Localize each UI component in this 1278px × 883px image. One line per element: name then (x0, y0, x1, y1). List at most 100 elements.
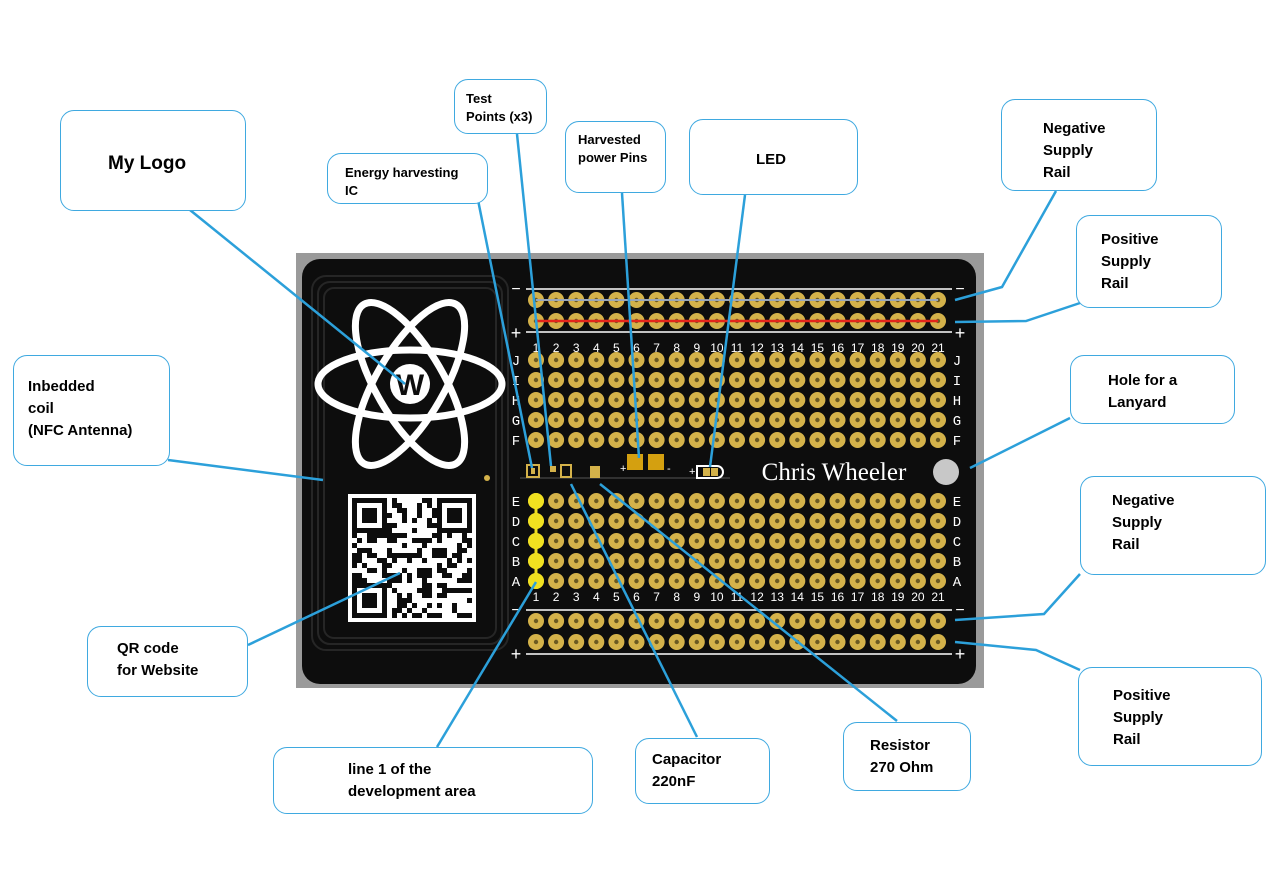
qr-code (348, 494, 476, 622)
qr-module (437, 603, 442, 608)
qr-module (352, 543, 357, 548)
qr-module (452, 588, 457, 593)
hole-center (754, 618, 760, 624)
hole-center (915, 498, 921, 504)
label-resistor: Resistor 270 Ohm (870, 737, 934, 776)
hole-center (875, 618, 880, 624)
qr-module (372, 538, 377, 543)
qr-module (437, 563, 442, 568)
hole-center (553, 639, 559, 645)
qr-module (357, 538, 362, 543)
hole-center (714, 397, 720, 403)
qr-module (352, 578, 357, 583)
dev-line-1-hole (528, 553, 544, 569)
callout-lanyard: Hole for a Lanyard (1070, 355, 1235, 424)
qr-module (392, 558, 397, 563)
row-letter-right: B (953, 555, 961, 571)
qr-module (462, 538, 467, 543)
row-letter-right: F (953, 434, 961, 450)
label-line1: line 1 of the development area (348, 761, 476, 800)
qr-module (387, 578, 392, 583)
hole-center (915, 437, 921, 443)
hole-center (935, 498, 941, 504)
hole-center (754, 377, 760, 383)
qr-module (407, 608, 412, 613)
qr-module (387, 538, 392, 543)
hole-center (594, 437, 599, 443)
hole-center (714, 618, 720, 624)
hole-center (654, 437, 659, 443)
qr-module (382, 533, 387, 538)
qr-module (447, 533, 452, 538)
rail-plus-sign: + (955, 644, 966, 664)
callout-harvested-pins: Harvested power Pins (565, 121, 666, 193)
hole-center (674, 639, 679, 645)
label-energy-ic: Energy harvesting IC (345, 165, 459, 198)
hole-center (674, 518, 679, 524)
qr-finder-core (447, 508, 462, 523)
hole-center (775, 417, 780, 423)
qr-module (367, 548, 372, 553)
qr-module (427, 573, 432, 578)
column-number-bottom: 21 (931, 590, 945, 604)
qr-module (362, 563, 367, 568)
qr-module (417, 513, 422, 518)
qr-module (422, 593, 427, 598)
column-number-top: 6 (633, 341, 640, 355)
hole-center (775, 578, 780, 584)
hole-center (835, 377, 840, 383)
qr-module (387, 513, 392, 518)
hole-center (815, 397, 820, 403)
svg-text:+: + (689, 466, 695, 478)
hole-center (594, 397, 599, 403)
qr-module (397, 553, 402, 558)
qr-module (387, 583, 392, 588)
column-number-top: 20 (911, 341, 925, 355)
rail-minus-sign: − (955, 281, 964, 298)
hole-center (614, 538, 619, 544)
column-number-bottom: 20 (911, 590, 925, 604)
hole-center (855, 498, 860, 504)
qr-module (422, 578, 427, 583)
qr-module (362, 578, 367, 583)
hole-center (815, 357, 820, 363)
hole-center (533, 397, 539, 403)
column-number-bottom: 14 (791, 590, 805, 604)
callout-energy-ic: Energy harvesting IC (327, 153, 488, 204)
hole-center (795, 538, 800, 544)
qr-module (352, 558, 357, 563)
qr-module (432, 508, 437, 513)
label-harvested-pins: Harvested power Pins (578, 132, 648, 165)
hole-center (855, 417, 860, 423)
column-number-bottom: 19 (891, 590, 905, 604)
hole-center (734, 417, 740, 423)
qr-module (367, 533, 372, 538)
hole-center (634, 377, 639, 383)
column-number-bottom: 6 (633, 590, 640, 604)
hole-center (614, 578, 619, 584)
hole-center (815, 538, 820, 544)
column-number-bottom: 11 (731, 590, 744, 604)
hole-center (835, 397, 840, 403)
hole-center (855, 558, 860, 564)
qr-module (467, 543, 472, 548)
qr-module (392, 573, 397, 578)
qr-module (447, 573, 452, 578)
harvested-pin-minus (648, 454, 664, 470)
row-letter-right: A (953, 575, 962, 591)
hole-center (895, 397, 900, 403)
hole-center (875, 538, 880, 544)
row-letter-right: D (953, 515, 961, 531)
hole-center (795, 357, 800, 363)
rail-plus-sign: + (955, 323, 966, 343)
hole-center (714, 538, 720, 544)
dev-line-1-hole (528, 493, 544, 509)
qr-module (407, 573, 412, 578)
hole-center (875, 639, 880, 645)
qr-module (422, 568, 427, 573)
qr-module (397, 508, 402, 513)
hole-center (855, 618, 860, 624)
qr-module (437, 553, 442, 558)
hole-center (634, 618, 639, 624)
